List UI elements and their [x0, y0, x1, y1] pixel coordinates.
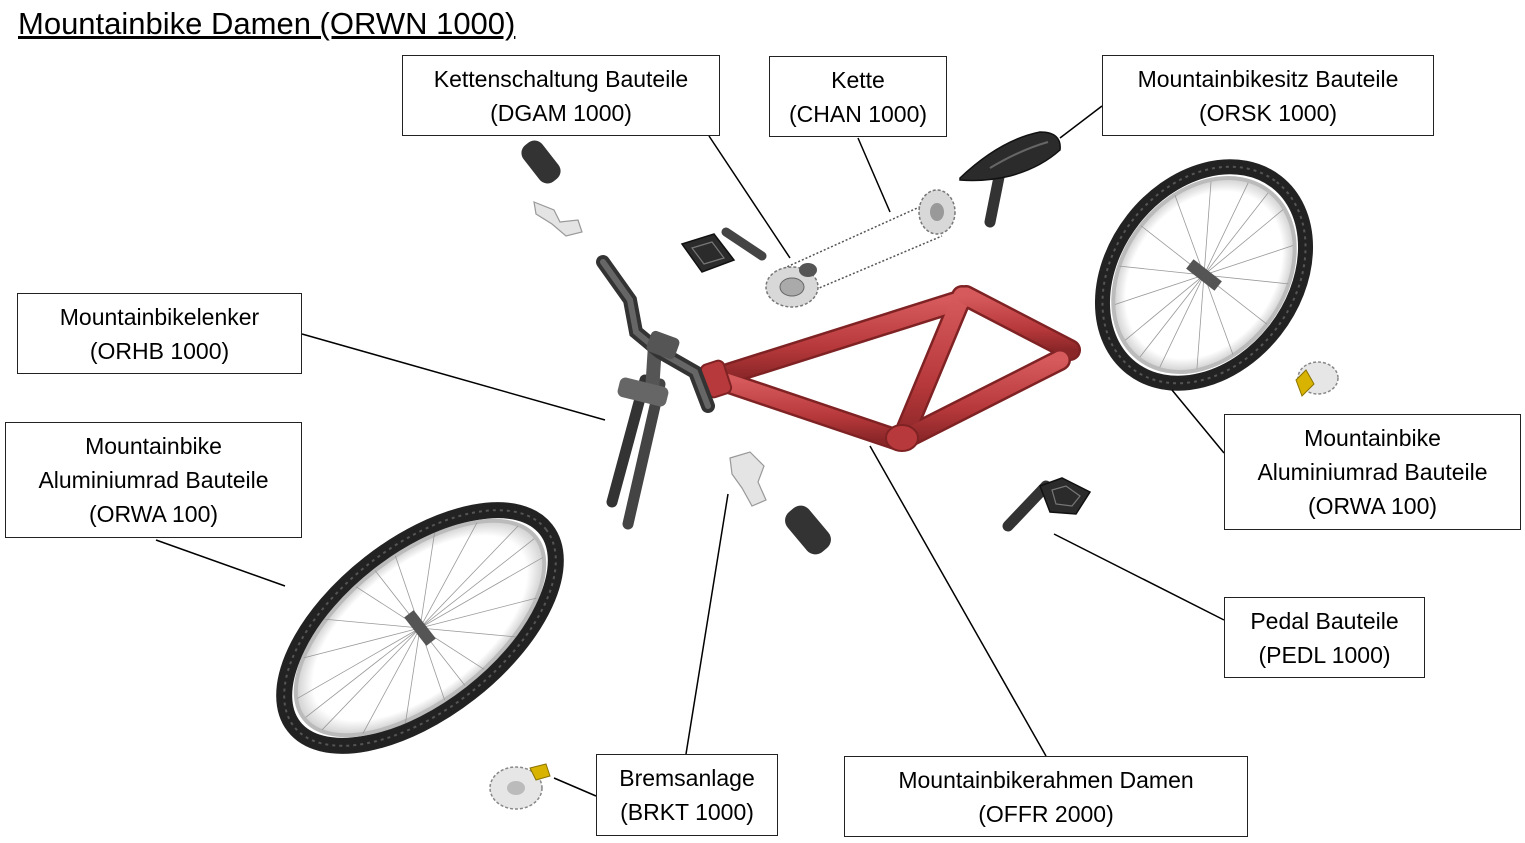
pedal-top: [682, 232, 762, 272]
rear-sprocket: [919, 190, 955, 234]
label-chain-line2: (CHAN 1000): [789, 97, 927, 131]
label-wheel-left-line2: Aluminiumrad Bauteile: [38, 463, 268, 497]
label-seat-line2: (ORSK 1000): [1199, 96, 1337, 130]
leader-frame: [870, 446, 1046, 756]
bike-frame: [699, 296, 1070, 451]
leader-wheel-left: [156, 540, 285, 586]
brake-lever-top: [534, 202, 582, 236]
leader-derailleur: [709, 136, 790, 258]
leader-seat: [1060, 106, 1102, 138]
label-wheel-left: Mountainbike Aluminiumrad Bauteile (ORWA…: [5, 422, 302, 538]
label-pedal-line2: (PEDL 1000): [1258, 638, 1390, 672]
brake-disc-bottom: [490, 764, 550, 809]
label-handlebar-line2: (ORHB 1000): [90, 334, 229, 368]
label-frame: Mountainbikerahmen Damen (OFFR 2000): [844, 756, 1248, 837]
label-brake: Bremsanlage (BRKT 1000): [596, 754, 778, 836]
label-chain: Kette (CHAN 1000): [769, 56, 947, 137]
crank-sprocket: [766, 263, 818, 307]
label-wheel-left-line3: (ORWA 100): [89, 497, 218, 531]
pedal-bottom: [1008, 478, 1090, 526]
label-wheel-right-line1: Mountainbike: [1304, 421, 1441, 455]
label-wheel-right-line3: (ORWA 100): [1308, 489, 1437, 523]
label-wheel-right-line2: Aluminiumrad Bauteile: [1257, 455, 1487, 489]
label-handlebar: Mountainbikelenker (ORHB 1000): [17, 293, 302, 374]
leader-chain: [858, 138, 890, 212]
label-seat-line1: Mountainbikesitz Bauteile: [1138, 62, 1399, 96]
label-handlebar-line1: Mountainbikelenker: [60, 300, 259, 334]
leader-pedal: [1054, 534, 1224, 620]
brake-disc-right: [1296, 362, 1338, 396]
label-wheel-right: Mountainbike Aluminiumrad Bauteile (ORWA…: [1224, 414, 1521, 530]
label-pedal-line1: Pedal Bauteile: [1250, 604, 1398, 638]
leader-brake-lever: [686, 494, 728, 754]
label-derailleur-line1: Kettenschaltung Bauteile: [434, 62, 688, 96]
seat: [960, 132, 1060, 222]
label-seat: Mountainbikesitz Bauteile (ORSK 1000): [1102, 55, 1434, 136]
label-wheel-left-line1: Mountainbike: [85, 429, 222, 463]
label-frame-line1: Mountainbikerahmen Damen: [898, 763, 1193, 797]
label-derailleur-line2: (DGAM 1000): [490, 96, 632, 130]
label-pedal: Pedal Bauteile (PEDL 1000): [1224, 597, 1425, 678]
leader-brake-disc: [554, 778, 596, 796]
leader-wheel-right: [1172, 390, 1224, 453]
fork: [612, 345, 670, 524]
label-brake-line1: Bremsanlage: [619, 761, 755, 795]
leader-handlebar: [302, 334, 605, 420]
brake-lever-bottom: [730, 452, 766, 506]
label-chain-line1: Kette: [831, 63, 885, 97]
grip-top: [517, 136, 564, 187]
label-derailleur: Kettenschaltung Bauteile (DGAM 1000): [402, 55, 720, 136]
label-brake-line2: (BRKT 1000): [620, 795, 754, 829]
label-frame-line2: (OFFR 2000): [978, 797, 1113, 831]
grip-bottom: [781, 501, 836, 559]
